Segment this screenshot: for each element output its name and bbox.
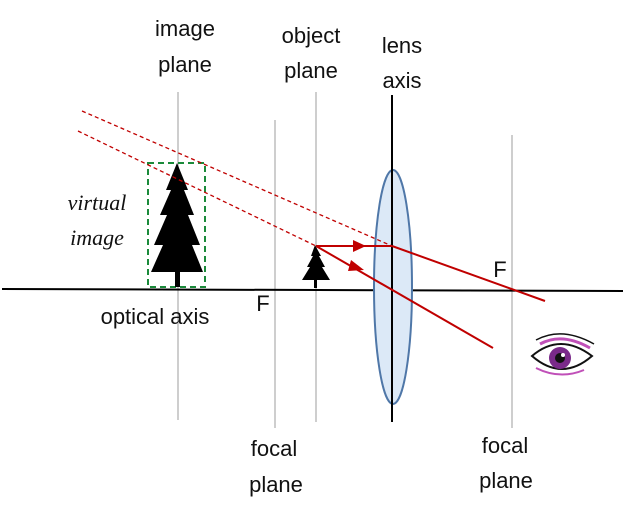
eye-icon — [530, 333, 595, 376]
left-focal-point-label: F — [256, 291, 269, 316]
left-focal-plane-label-line1: focal — [251, 436, 297, 461]
virtual-image-box — [147, 162, 206, 288]
right-focal-plane-label-line1: focal — [482, 433, 528, 458]
ray-arrow-head-2 — [348, 260, 364, 271]
virtual-image-label-line2: image — [70, 225, 124, 250]
ray-arrow-head-1 — [353, 240, 366, 252]
object-plane-label-line1: object — [282, 23, 341, 48]
object-plane-label-line2: plane — [284, 58, 338, 83]
virtual-image-label-line1: virtual — [68, 190, 127, 215]
lens-axis-label-line2: axis — [382, 68, 421, 93]
image-plane-label-line1: image — [155, 16, 215, 41]
virtual-image-tree-icon — [151, 163, 203, 287]
light-rays — [315, 245, 546, 349]
optical-axis-label: optical axis — [101, 304, 210, 329]
right-focal-plane-label-line2: plane — [479, 468, 533, 493]
image-plane-label-line2: plane — [158, 52, 212, 77]
optical-axis-line — [1, 288, 624, 292]
object-tree-icon — [302, 245, 330, 288]
left-focal-plane-label-line2: plane — [249, 472, 303, 497]
lens-axis-label-line1: lens — [382, 33, 422, 58]
right-focal-point-label: F — [493, 257, 506, 282]
virtual-ray-dashed-2 — [77, 130, 317, 247]
virtual-ray-dashed-1 — [81, 110, 393, 247]
